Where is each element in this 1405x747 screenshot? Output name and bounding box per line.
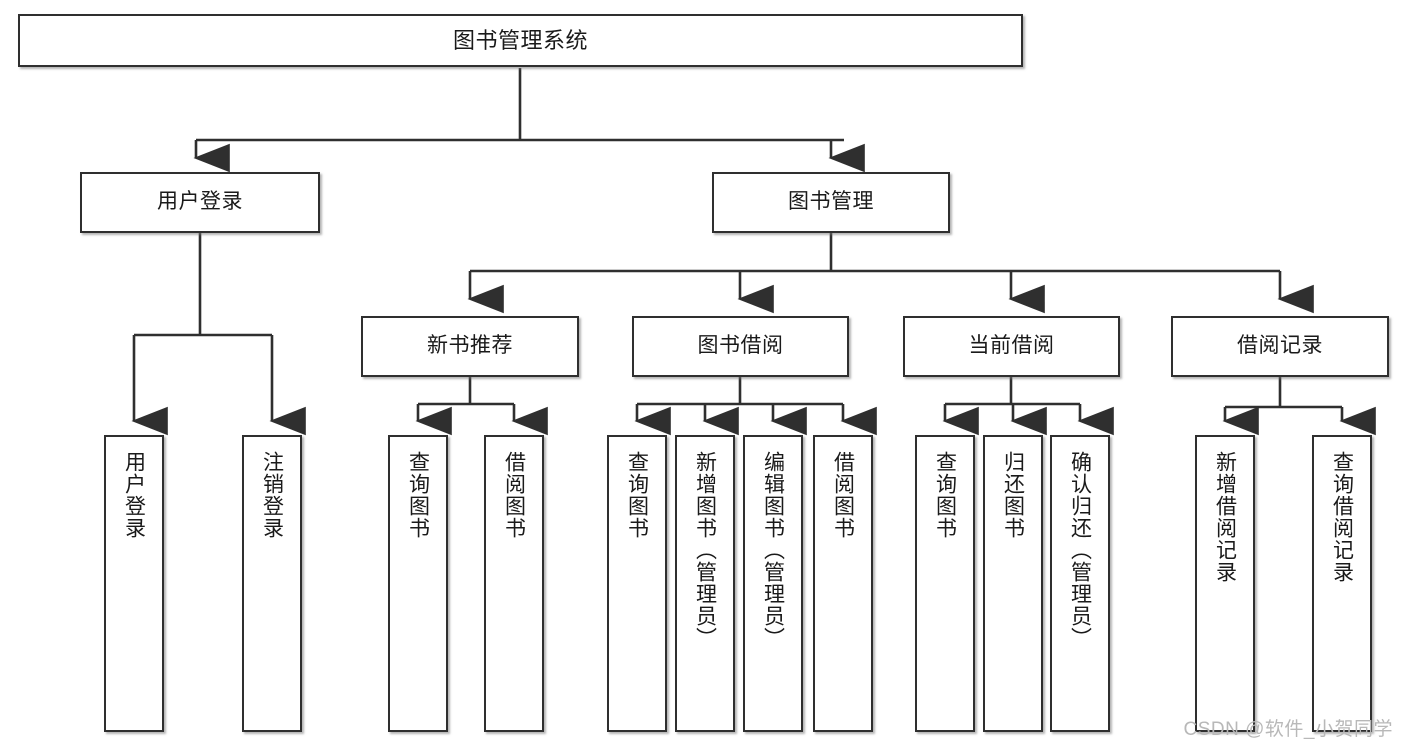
node-label: 当前借阅 (968, 334, 1055, 358)
leaf-add-borrow-record[interactable]: 新增借阅记录 (1195, 435, 1255, 732)
leaf-logout[interactable]: 注销登录 (242, 435, 302, 732)
node-label: 确认归还（管理员） (1068, 451, 1092, 649)
leaf-query-book-recommend[interactable]: 查询图书 (388, 435, 448, 732)
node-borrow-record[interactable]: 借阅记录 (1171, 316, 1389, 377)
node-label: 借阅图书 (502, 451, 526, 539)
node-label: 借阅记录 (1237, 334, 1323, 358)
node-current-borrow[interactable]: 当前借阅 (903, 316, 1120, 377)
node-book-management[interactable]: 图书管理 (712, 172, 950, 233)
node-label: 编辑图书（管理员） (761, 451, 785, 649)
node-label: 图书管理系统 (452, 27, 588, 53)
node-label: 图书借阅 (697, 334, 784, 358)
node-label: 新增图书（管理员） (693, 451, 717, 649)
node-root[interactable]: 图书管理系统 (18, 14, 1023, 67)
leaf-query-book-borrow[interactable]: 查询图书 (607, 435, 667, 732)
leaf-edit-book-admin[interactable]: 编辑图书（管理员） (743, 435, 803, 732)
leaf-add-book-admin[interactable]: 新增图书（管理员） (675, 435, 735, 732)
node-label: 查询借阅记录 (1330, 451, 1354, 583)
node-label: 用户登录 (157, 190, 243, 214)
node-user-login[interactable]: 用户登录 (80, 172, 320, 233)
leaf-confirm-return-admin[interactable]: 确认归还（管理员） (1050, 435, 1110, 732)
leaf-query-borrow-record[interactable]: 查询借阅记录 (1312, 435, 1372, 732)
node-new-book-recommend[interactable]: 新书推荐 (361, 316, 579, 377)
node-label: 查询图书 (406, 451, 430, 539)
node-label: 新增借阅记录 (1213, 451, 1237, 583)
node-label: 借阅图书 (831, 451, 855, 539)
node-label: 查询图书 (933, 451, 957, 539)
watermark-text: CSDN @软件_小贺同学 (1183, 719, 1393, 740)
leaf-return-book[interactable]: 归还图书 (983, 435, 1043, 732)
node-label: 新书推荐 (427, 334, 513, 358)
leaf-borrow-book[interactable]: 借阅图书 (813, 435, 873, 732)
node-label: 图书管理 (788, 190, 874, 214)
leaf-user-login[interactable]: 用户登录 (104, 435, 164, 732)
node-label: 查询图书 (625, 451, 649, 539)
node-label: 用户登录 (122, 451, 146, 539)
node-label: 归还图书 (1001, 451, 1025, 539)
node-label: 注销登录 (260, 451, 284, 539)
leaf-borrow-book-recommend[interactable]: 借阅图书 (484, 435, 544, 732)
node-book-borrow[interactable]: 图书借阅 (632, 316, 849, 377)
leaf-query-book-current[interactable]: 查询图书 (915, 435, 975, 732)
